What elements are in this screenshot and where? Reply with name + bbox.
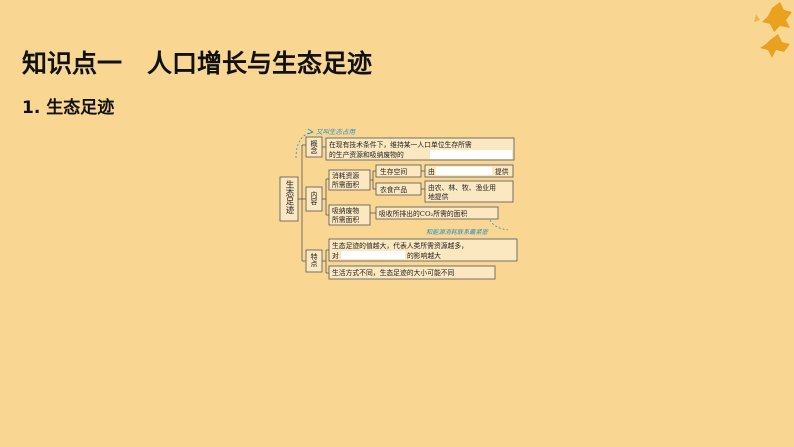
features-item2-box bbox=[328, 265, 496, 280]
concept-node: 概念 在现有技术条件下，维持某一人口单位生存所需 的生产资源和吸纳废物的 bbox=[305, 136, 515, 161]
features-item2-text: 生活方式不同，生态足迹的大小可能不同 bbox=[332, 268, 455, 277]
features-item1-prefix: 对 bbox=[332, 251, 339, 260]
content-node-label: 内容 bbox=[310, 190, 318, 206]
food-text-line1: 由农、林、牧、渔业用 bbox=[428, 183, 496, 192]
content-node: 内容 消耗资源 所需面积 生存空间 由 提供 衣食产品 由农、林、牧、渔业用 地… bbox=[305, 164, 514, 236]
waste-box bbox=[375, 206, 499, 220]
root-node: 生态足迹 bbox=[279, 176, 299, 222]
features-node: 特点 生态足迹的值越大，代表人类所需资源越多， 对 的影响越大 生活方式不同，生… bbox=[305, 238, 518, 280]
waste-node-line1: 吸纳废物 bbox=[332, 206, 359, 215]
page-title: 知识点一 人口增长与生态足迹 bbox=[22, 49, 373, 78]
resources-node-line1: 消耗资源 bbox=[332, 171, 359, 180]
waste-annotation-label: 和能源消耗联系最紧密 bbox=[426, 228, 489, 236]
waste-node-line2: 所需面积 bbox=[332, 215, 359, 224]
features-item1-suffix: 的影响越大 bbox=[407, 251, 441, 260]
features-node-label: 特点 bbox=[310, 252, 318, 268]
root-node-label: 生态足迹 bbox=[284, 179, 294, 215]
waste-text: 吸收所排出的CO₂所需的面积 bbox=[379, 209, 467, 218]
concept-node-label: 概念 bbox=[310, 139, 318, 154]
features-answer-blank[interactable] bbox=[341, 251, 405, 259]
autumn-leaf-decoration bbox=[754, 2, 792, 58]
concept-definition-line1: 在现有技术条件下，维持某一人口单位生存所需 bbox=[329, 140, 472, 149]
root-bracket bbox=[298, 144, 306, 262]
living-space-suffix: 提供 bbox=[495, 167, 509, 176]
waste-node bbox=[328, 204, 371, 226]
concept-annotation-label: 又叫生态占用 bbox=[316, 128, 357, 136]
living-space-label: 生存空间 bbox=[380, 167, 407, 176]
food-label: 衣食产品 bbox=[380, 185, 407, 194]
living-space-answer-blank[interactable] bbox=[436, 167, 492, 175]
concept-answer-blank[interactable] bbox=[430, 150, 512, 159]
concept-definition-line2: 的生产资源和吸纳废物的 bbox=[329, 150, 404, 159]
leaf-icon bbox=[754, 2, 792, 58]
resources-node-line2: 所需面积 bbox=[332, 180, 359, 189]
food-text-line2: 地提供 bbox=[428, 192, 449, 201]
food-box bbox=[424, 180, 514, 203]
features-item1-line1: 生态足迹的值越大，代表人类所需资源越多， bbox=[332, 241, 468, 250]
concept-annotation: 又叫生态占用 bbox=[295, 128, 357, 159]
section-heading: 1. 生态足迹 bbox=[22, 98, 115, 118]
living-space-prefix: 由 bbox=[428, 167, 435, 176]
